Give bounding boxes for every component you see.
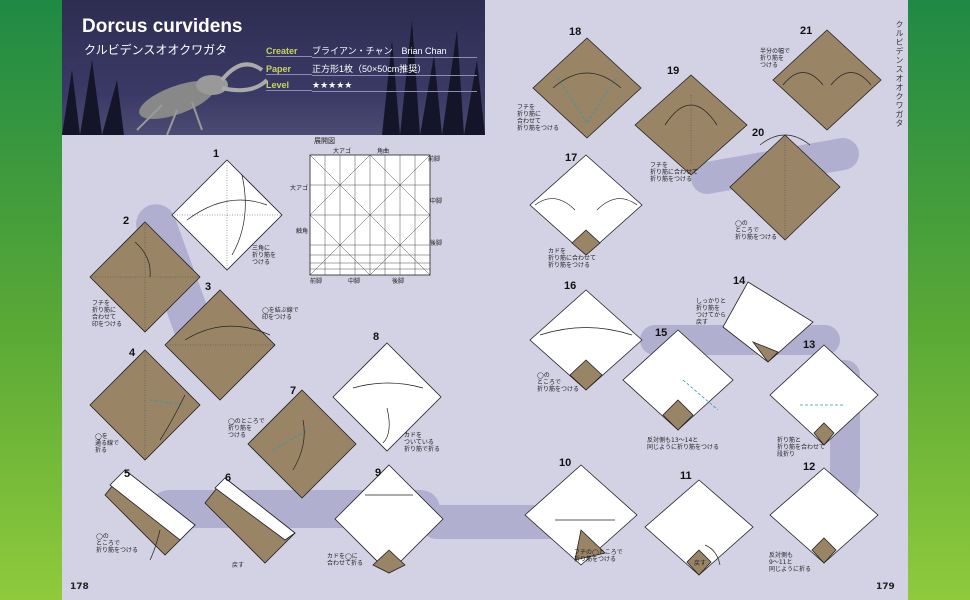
title-japanese: クルビデンスオオクワガタ (84, 43, 228, 57)
title-english: Dorcus curvidens (82, 16, 243, 37)
step-note: ◯を結ぶ線で 印をつける (262, 307, 299, 321)
cp-label: 大アゴ (290, 185, 309, 192)
step-number: 15 (655, 327, 668, 339)
step-6-diagram (204, 477, 296, 564)
step-note: 戻す (232, 562, 245, 569)
cp-label: 中脚 (430, 198, 443, 205)
step-number: 14 (733, 275, 746, 287)
page-number-left: 178 (70, 582, 89, 592)
step-number: 20 (752, 127, 765, 139)
step-note: しっかりと 折り筋を つけてから 戻す (696, 298, 727, 326)
crease-pattern-title: 展開図 (314, 137, 335, 145)
step-number: 7 (290, 385, 297, 397)
step-3-diagram (164, 289, 276, 401)
step-number: 8 (373, 331, 380, 343)
cp-label: 中脚 (348, 278, 361, 285)
step-note: フチを 折り筋に 合わせて 印をつける (92, 300, 123, 328)
step-10-diagram (524, 464, 638, 566)
step-15-diagram (622, 329, 734, 431)
step-2-diagram (89, 221, 201, 333)
step-note: フチを 折り筋に合わせて 折り筋をつける (650, 162, 699, 183)
step-note: ◯を 通る線で 折る (95, 433, 120, 454)
beetle-photo (136, 62, 269, 135)
step-number: 18 (569, 26, 582, 38)
step-number: 4 (129, 347, 136, 359)
step-18-diagram (532, 37, 642, 139)
step-number: 5 (124, 468, 131, 480)
info-level: Level★★★★★ (266, 80, 477, 94)
step-13-diagram (769, 344, 879, 446)
cp-label: 触角 (296, 228, 309, 235)
step-5-diagram (104, 469, 196, 561)
step-19-diagram (634, 74, 748, 176)
step-note: ◯のところで 折り筋を つける (228, 418, 265, 439)
step-number: 17 (565, 152, 578, 164)
cp-label: 後脚 (430, 240, 443, 247)
step-12-diagram (769, 467, 879, 564)
step-4-diagram (89, 349, 201, 461)
step-number: 13 (803, 339, 816, 351)
step-number: 19 (667, 65, 680, 77)
cp-label: 後脚 (392, 278, 405, 285)
step-20-diagram (729, 134, 841, 241)
step-note: カドを ついている 折り筋で折る (404, 432, 441, 453)
cp-label: 前脚 (310, 278, 323, 285)
step-17-diagram (529, 154, 643, 256)
step-note: 折り筋と 折り筋を合わせて 段折り (777, 437, 826, 458)
step-note: 三角に 折り筋を つける (252, 245, 277, 266)
step-number: 12 (803, 461, 816, 473)
page-number-right: 179 (876, 582, 895, 592)
step-note: 反対側も13〜14と 同じように折り筋をつける (647, 437, 720, 451)
header-banner (62, 0, 485, 135)
step-number: 2 (123, 215, 130, 227)
step-7-diagram (247, 389, 357, 499)
step-14-diagram (722, 281, 814, 363)
cp-label: 角曲 (377, 148, 390, 155)
step-number: 11 (680, 470, 692, 482)
crease-pattern (309, 154, 431, 276)
step-8-diagram (332, 342, 442, 452)
step-16-diagram (529, 289, 643, 391)
step-note: ◯の ところで 折り筋をつける (96, 533, 139, 554)
step-number: 21 (800, 25, 813, 37)
step-note: フチを 折り筋に 合わせて 折り筋をつける (517, 104, 560, 132)
step-note: 戻す (694, 560, 707, 567)
cp-label: 前脚 (428, 156, 441, 163)
step-number: 6 (225, 472, 232, 484)
step-number: 9 (375, 467, 382, 479)
vertical-title: クルビデンスオオクワガタ (895, 20, 904, 128)
step-9-diagram (334, 464, 444, 574)
step-number: 3 (205, 281, 212, 293)
step-number: 10 (559, 457, 572, 469)
step-note: 反対側も 9〜11と 同じように折る (769, 552, 812, 573)
step-21-diagram (772, 29, 882, 131)
step-number: 16 (564, 280, 577, 292)
step-note: カドを◯に 合わせて折る (327, 553, 364, 567)
step-note: ◯の ところで 折り筋をつける (537, 372, 580, 393)
grass-silhouette (62, 20, 485, 135)
step-note: フチの◯ところで 折り筋をつける (574, 549, 623, 563)
step-note: カドを 折り筋に合わせて 折り筋をつける (548, 248, 597, 269)
step-note: 半分の幅で 折り筋を つける (760, 48, 791, 69)
step-11-diagram (644, 479, 754, 576)
step-number: 1 (213, 148, 220, 160)
step-note: ◯の ところで 折り筋をつける (735, 220, 778, 241)
step-1-diagram (171, 159, 283, 271)
cp-label: 大アゴ (333, 148, 352, 155)
